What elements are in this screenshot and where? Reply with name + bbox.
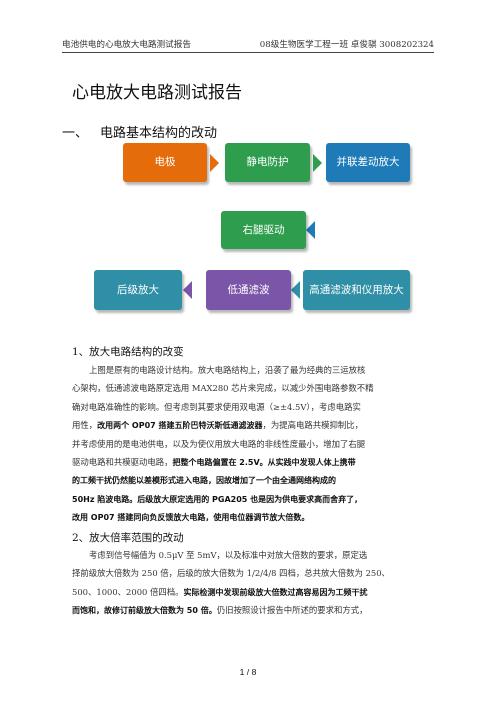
subsection-heading-2: 2、放大倍率范围的改动 [72,532,184,544]
arrow-right-icon [210,154,219,172]
subsection-heading-1: 1、放大电路结构的改变 [72,346,184,358]
page-header: 电池供电的心电放大电路测试报告 08级生物医学工程一班 卓俊骐 30082023… [62,34,434,53]
text-run: 实际检测中发现前级放大倍数过高容易因为工频干扰 [183,587,368,597]
text-run: 上图是原有的电路设计结构。放大电路结构上，沿袭了最为经典的三运放核 [89,365,366,375]
text-run: 50Hz 陷波电路。后级放大原定选用的 PGA205 也是因为供电要求高而舍弃了… [72,494,363,504]
arrow-left-icon [306,221,315,239]
text-run: 确对电路准确性的影响。但考虑到其要求使用双电源（≥±4.5V），考虑电路实 [72,401,361,412]
diagram-box-post-amp: 后级放大 [94,270,182,310]
diagram-box-esd-protection: 静电防护 [225,143,310,182]
text-run: 改用 OP07 搭建同向负反馈放大电路，使用电位器调节放大倍数。 [72,513,310,523]
text-run: 并考虑使用的是电池供电，以及为使仪用放大电路的非线性度最小，增加了右腿 [72,438,366,449]
paragraph-2: 考虑到信号幅值为 0.5μV 至 5mV，以及标准中对放大倍数的要求，原定选择前… [72,546,436,620]
text-run: ，为提高电路共模抑制比， [262,420,364,431]
paragraph-line: 的工频干扰仍然能以差模形式进入电路，因故增加了一个由全通网络构成的 [72,471,436,489]
arrow-right-icon [313,154,322,172]
paragraph-line: 用性，改用两个 OP07 搭建五阶巴特沃斯低通滤波器，为提高电路共模抑制比， [72,416,436,434]
header-right-text: 08级生物医学工程一班 卓俊骐 3008202324 [259,40,434,50]
text-run: 500、1000、2000 倍四档。 [72,586,184,597]
text-run: 把整个电路偏置在 2.5V。从实践中发现人体上携带 [172,457,356,467]
paragraph-line: 改用 OP07 搭建同向负反馈放大电路，使用电位器调节放大倍数。 [72,508,436,526]
paragraph-line: 500、1000、2000 倍四档。实际检测中发现前级放大倍数过高容易因为工频干… [72,583,436,601]
arrow-left-icon [291,281,300,299]
text-run: 心架构，低通滤波电路原定选用 MAX280 芯片来完成，以减少外围电路参数不精 [72,383,374,394]
text-run: 驱动电路和共模驱动电路， [72,456,173,467]
diagram-box-highpass-inst-amp: 高通滤波和仪用放大 [303,270,410,310]
paragraph-line: 驱动电路和共模驱动电路，把整个电路偏置在 2.5V。从实践中发现人体上携带 [72,453,436,471]
diagram-box-label: 低通滤波 [227,283,270,296]
page-title: 心电放大电路测试报告 [72,83,242,103]
paragraph-line: 50Hz 陷波电路。后级放大原定选用的 PGA205 也是因为供电要求高而舍弃了… [72,490,436,508]
section-number: 一、 [62,126,89,141]
arrow-left-icon [183,281,192,299]
diagram-box-label: 并联差动放大 [336,156,400,168]
paragraph-line: 确对电路准确性的影响。但考虑到其要求使用双电源（≥±4.5V），考虑电路实 [72,398,436,416]
section-heading: 一、电路基本结构的改动 [62,122,217,141]
diagram-box-label: 静电防护 [246,156,289,168]
text-run: 用性， [72,420,98,431]
diagram-box-label: 电极 [154,156,176,168]
paragraph-line: 择前级放大倍数为 250 倍，后级的放大倍数为 1/2/4/8 四档，总共放大倍… [72,564,436,582]
paragraph-line: 心架构，低通滤波电路原定选用 MAX280 芯片来完成，以减少外围电路参数不精 [72,379,436,397]
paragraph-line: 考虑到信号幅值为 0.5μV 至 5mV，以及标准中对放大倍数的要求，原定选 [72,546,436,564]
text-run: 改用两个 OP07 搭建五阶巴特沃斯低通滤波器 [97,421,263,431]
text-run: 择前级放大倍数为 250 倍，后级的放大倍数为 1/2/4/8 四档，总共放大倍… [72,568,390,579]
diagram-box-label: 右腿驱动 [242,223,285,236]
diagram-box-parallel-diff-amp: 并联差动放大 [326,143,410,182]
text-run: 的工频干扰仍然能以差模形式进入电路，因故增加了一个由全通网络构成的 [72,476,336,486]
paragraph-line: 上图是原有的电路设计结构。放大电路结构上，沿袭了最为经典的三运放核 [72,361,436,379]
page-number: 1 / 8 [239,667,257,677]
text-run: 而饱和，故修订前级放大倍数为 50 倍。 [72,606,217,616]
diagram-box-electrode: 电极 [123,143,207,182]
section-heading-text: 电路基本结构的改动 [100,126,218,141]
header-left-text: 电池供电的心电放大电路测试报告 [62,40,191,50]
text-run: 考虑到信号幅值为 0.5μV 至 5mV，以及标准中对放大倍数的要求，原定选 [89,550,368,560]
diagram-box-right-leg-drive: 右腿驱动 [221,211,306,249]
paragraph-line: 并考虑使用的是电池供电，以及为使仪用放大电路的非线性度最小，增加了右腿 [72,435,436,453]
diagram-box-lowpass-filter: 低通滤波 [206,270,291,310]
text-run: 仍旧按照设计报告中所述的要求和方式， [216,605,368,616]
diagram-box-label: 后级放大 [117,283,159,296]
paragraph-1: 上图是原有的电路设计结构。放大电路结构上，沿袭了最为经典的三运放核心架构，低通滤… [72,361,436,527]
paragraph-line: 而饱和，故修订前级放大倍数为 50 倍。仍旧按照设计报告中所述的要求和方式， [72,601,436,619]
diagram-box-label: 高通滤波和仪用放大 [309,283,404,296]
